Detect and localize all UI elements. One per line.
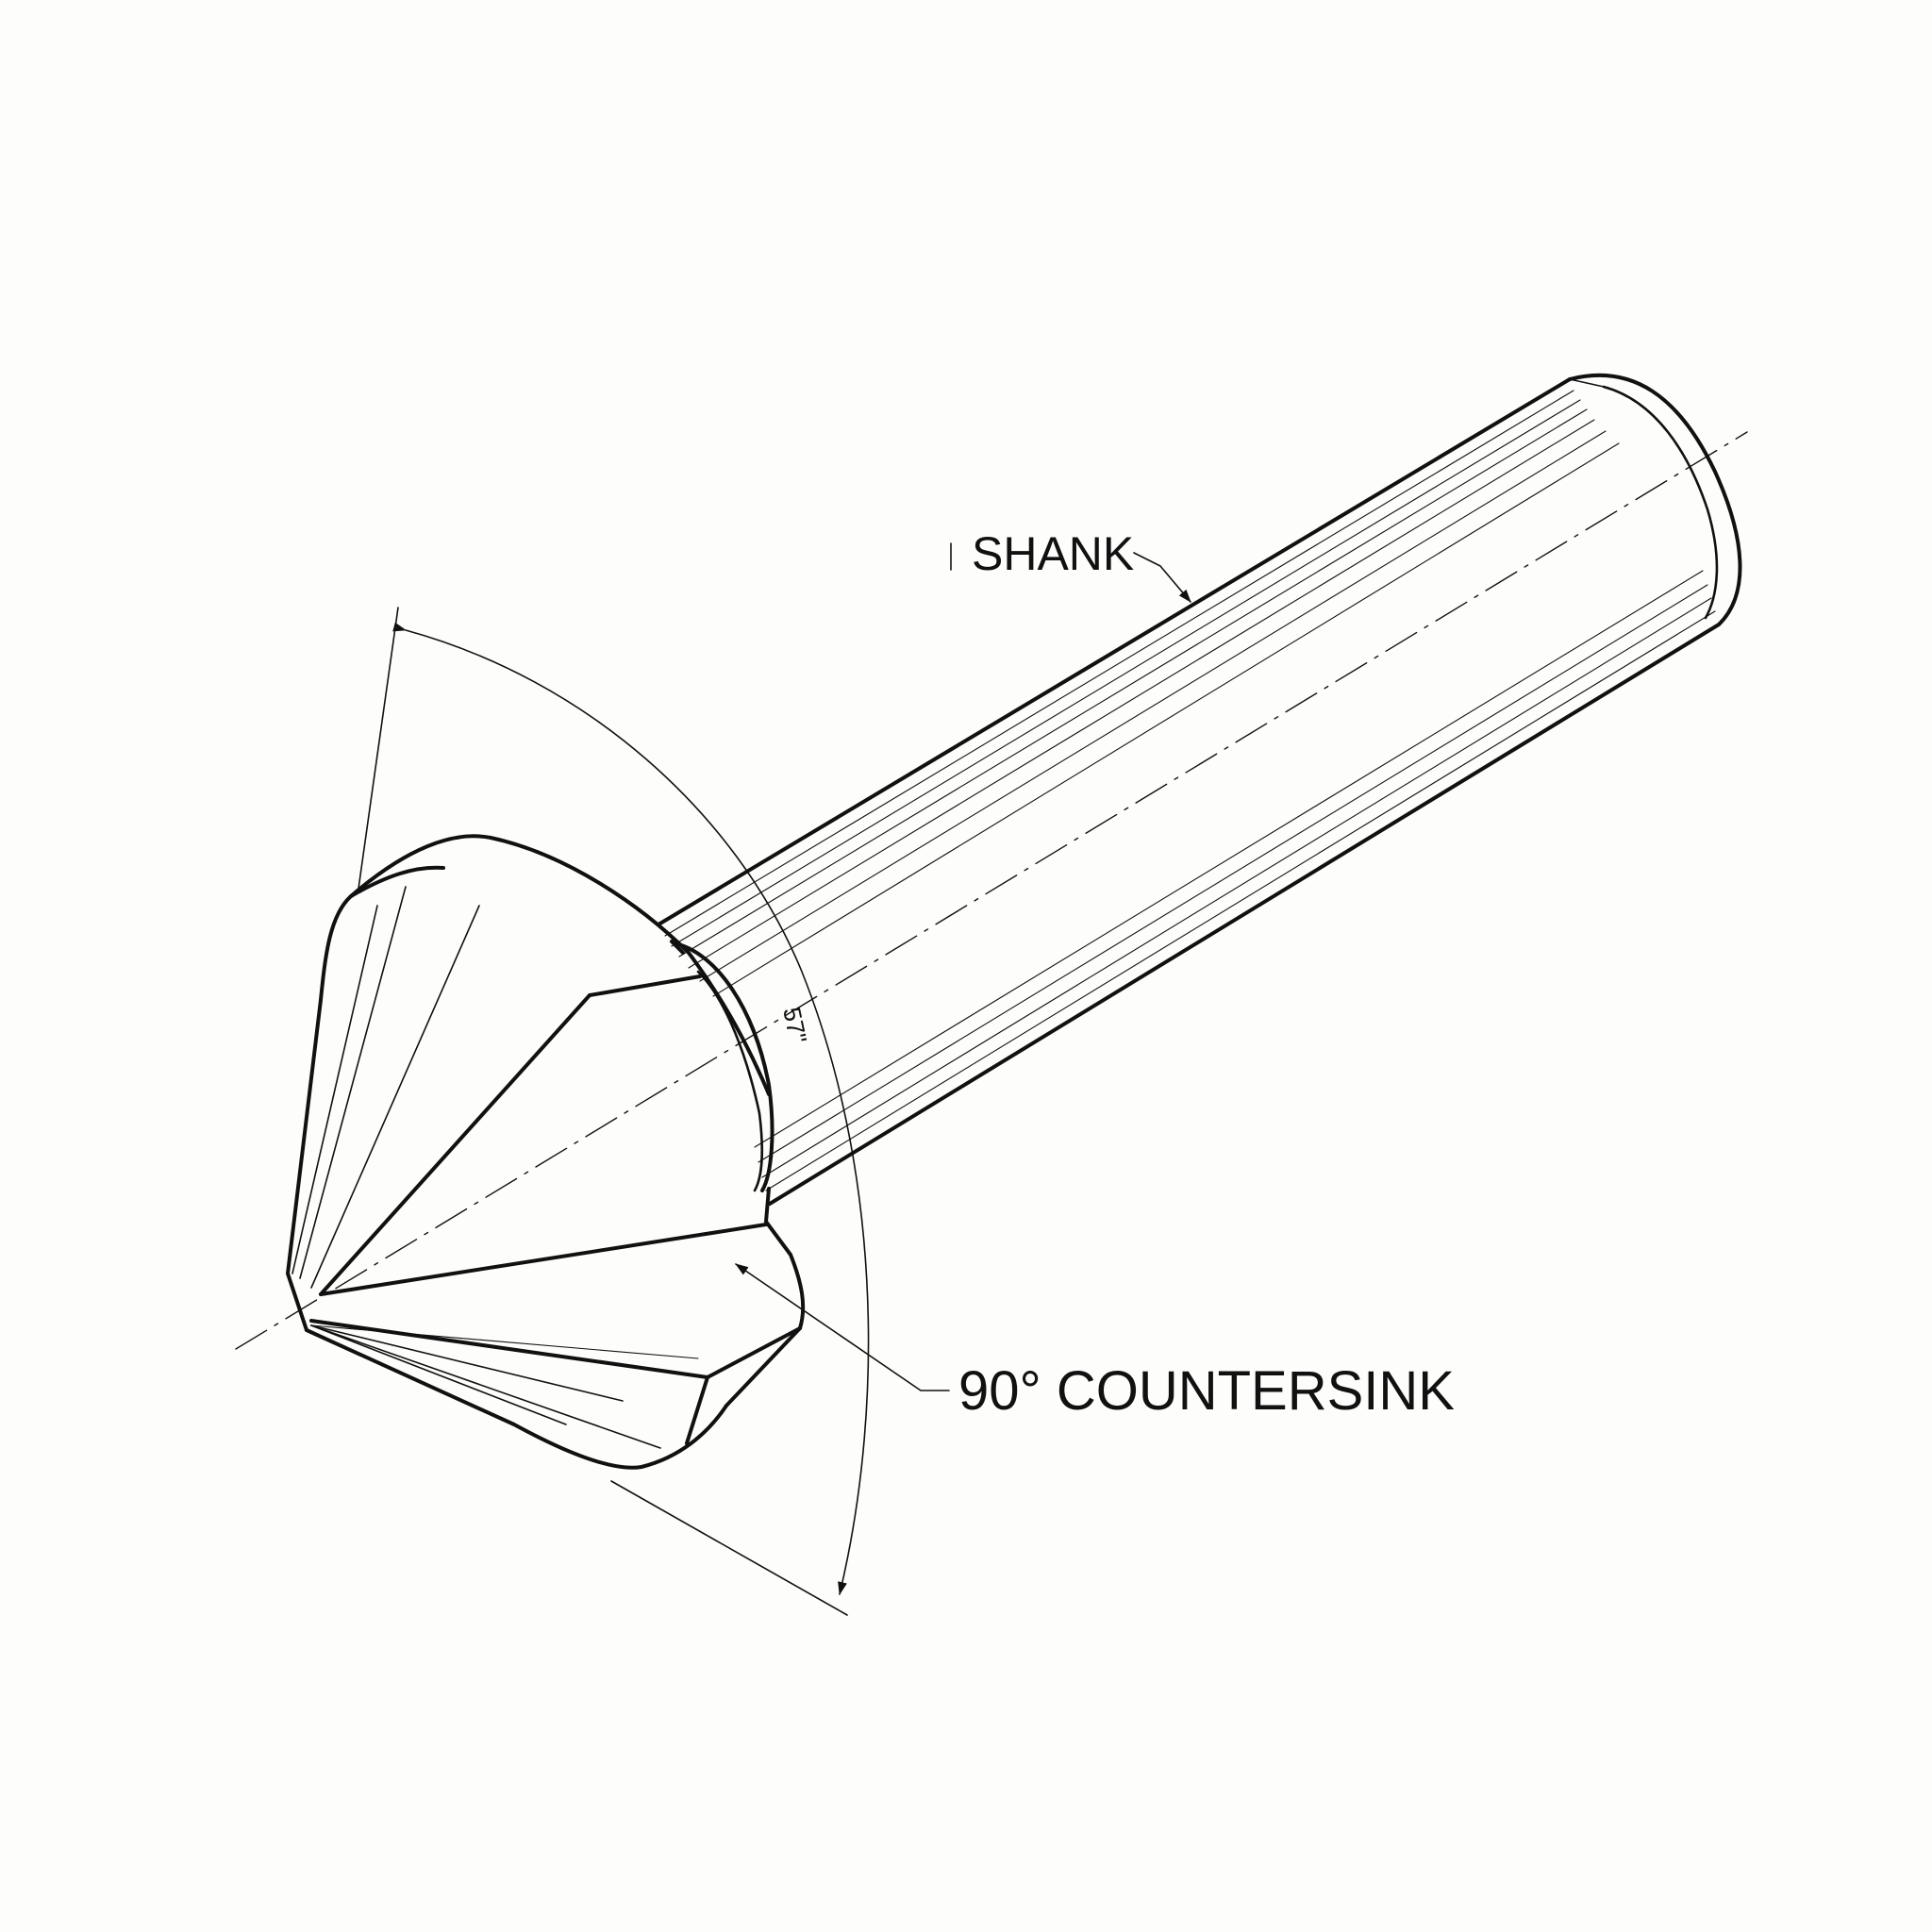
shank-shading-bottom xyxy=(754,570,1716,1191)
countersink-label: 90° COUNTERSINK xyxy=(958,1360,1455,1422)
shank-callout: SHANK xyxy=(950,527,1191,603)
shank-label: SHANK xyxy=(972,527,1134,580)
cutting-facets xyxy=(291,886,802,1449)
countersink-head xyxy=(286,834,806,1470)
shank-body xyxy=(657,373,1742,1206)
shank-shading-top xyxy=(664,390,1620,997)
countersink-callout: 90° COUNTERSINK xyxy=(735,1263,1455,1422)
angle-dimension-text: 57" xyxy=(777,1005,812,1046)
